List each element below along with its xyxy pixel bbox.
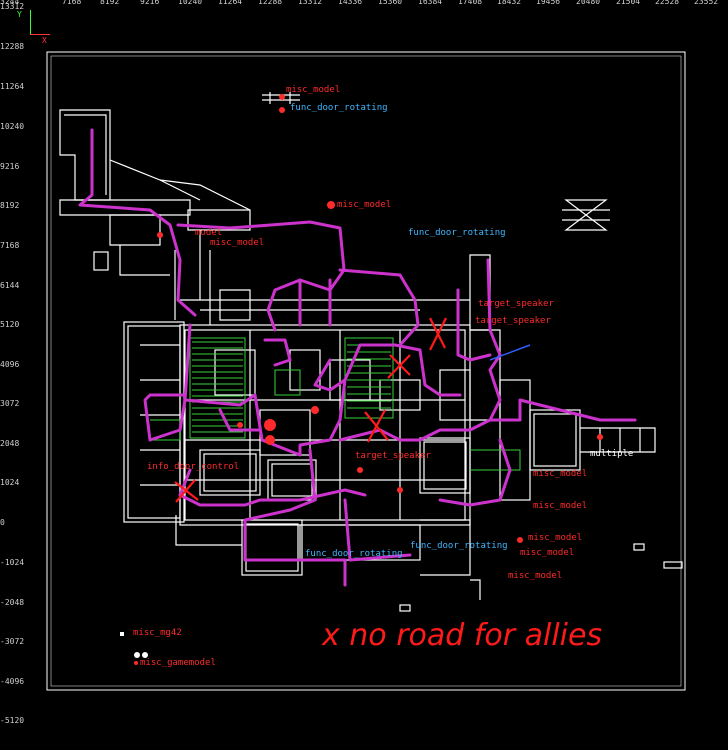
entity-label: target_speaker	[475, 316, 551, 326]
ruler-top-label: 9216	[140, 0, 160, 6]
ruler-left-label: 9216	[0, 162, 20, 171]
ruler-left-label: 1024	[0, 478, 20, 487]
ruler-left-label: 2048	[0, 439, 20, 448]
entity-markers	[157, 94, 603, 543]
ruler-top-label: 15360	[378, 0, 403, 6]
ruler-top-label: 13312	[298, 0, 323, 6]
ruler-top-label: 14336	[338, 0, 363, 6]
entity-label: target_speaker	[478, 299, 554, 309]
lower-left-markers	[120, 632, 148, 665]
handwritten-annotation: x no road for allies	[321, 618, 602, 653]
entity-label: misc_model	[286, 85, 340, 95]
ruler-top-label: 18432	[497, 0, 522, 6]
x-axis-label: X	[42, 36, 47, 45]
entity-label: target_speaker	[355, 451, 431, 461]
ruler-left-label: 4096	[0, 360, 20, 369]
entity-label: func_door_rotating	[410, 541, 508, 551]
top-coordinate-ruler: 3244 7168 8192 9216 10240 11264 12288 13…	[0, 0, 728, 8]
x-axis-indicator	[30, 34, 50, 35]
ruler-left-label: 11264	[0, 82, 25, 91]
ruler-left-label: -4096	[0, 677, 25, 686]
ruler-top-label: 22528	[655, 0, 680, 6]
y-axis-indicator	[30, 10, 31, 34]
ruler-left-label: 10240	[0, 122, 25, 131]
entity-label: info_door_control	[147, 462, 239, 472]
entity-label: misc_model	[210, 238, 264, 248]
ruler-top-label: 3244	[0, 0, 20, 6]
hand-x-marks	[174, 317, 447, 503]
route-paths	[78, 128, 637, 587]
left-coordinate-ruler: 13312 12288 11264 10240 9216 8192 7168 6…	[0, 0, 40, 750]
entity-label: misc_model	[533, 469, 587, 479]
ruler-left-label: 5120	[0, 320, 20, 329]
ruler-left-label: 6144	[0, 281, 20, 290]
entity-label: misc_model	[337, 200, 391, 210]
ruler-top-label: 12288	[258, 0, 283, 6]
ruler-left-label: 0	[0, 518, 5, 527]
ruler-left-label: -5120	[0, 716, 25, 725]
ruler-left-label: -1024	[0, 558, 25, 567]
ruler-top-label: 7168	[62, 0, 82, 6]
ruler-left-label: 3072	[0, 399, 20, 408]
entity-label: func_door_rotating	[408, 228, 506, 238]
map-bounds	[46, 51, 686, 691]
ruler-top-label: 21504	[616, 0, 641, 6]
entity-label: misc_model	[508, 571, 562, 581]
entity-label: misc_model	[533, 501, 587, 511]
map-inner-bounds	[50, 55, 682, 687]
ruler-left-label: -3072	[0, 637, 25, 646]
entity-label: model	[195, 228, 222, 238]
ruler-top-label: 10240	[178, 0, 203, 6]
ruler-top-label: 19456	[536, 0, 561, 6]
ruler-left-label: 12288	[0, 42, 25, 51]
ruler-top-label: 11264	[218, 0, 243, 6]
ruler-left-label: 7168	[0, 241, 20, 250]
entity-label: func_door_rotating	[290, 103, 388, 113]
ruler-top-label: 17408	[458, 0, 483, 6]
entity-label: func_door_rotating	[305, 549, 403, 559]
entity-label: misc_model	[528, 533, 582, 543]
ruler-top-label: 8192	[100, 0, 120, 6]
ruler-top-label: 23552	[694, 0, 719, 6]
blue-guide-line	[489, 344, 531, 361]
entity-label: multiple	[590, 449, 633, 459]
ruler-top-label: 20480	[576, 0, 601, 6]
entity-label: misc_gamemodel	[140, 658, 216, 668]
entity-label: misc_mg42	[133, 628, 182, 638]
ruler-left-label: 13312	[0, 2, 25, 11]
ruler-left-label: 8192	[0, 201, 20, 210]
entity-label: misc_model	[520, 548, 574, 558]
y-axis-label: Y	[17, 10, 22, 19]
ruler-left-label: -2048	[0, 598, 25, 607]
ruler-top-label: 16384	[418, 0, 443, 6]
